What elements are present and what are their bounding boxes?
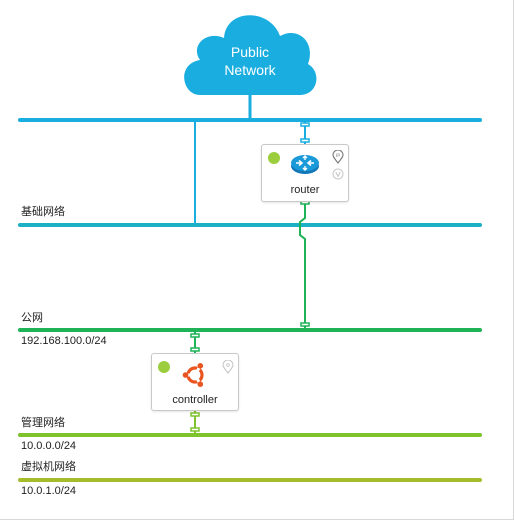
controller-management-link[interactable] — [190, 411, 200, 433]
gongwang-network-cidr: 192.168.100.0/24 — [21, 335, 107, 347]
controller-node[interactable]: controller — [151, 353, 239, 411]
router-gongwang-link[interactable] — [299, 200, 310, 328]
cloud-label-line1: Public — [231, 44, 269, 60]
base-network-name: 基础网络 — [21, 206, 65, 218]
vm-network-cidr: 10.0.1.0/24 — [21, 485, 77, 497]
controller-label: controller — [172, 394, 218, 406]
floating-ip-icon[interactable] — [222, 360, 234, 374]
vpn-icon[interactable] — [332, 168, 344, 180]
cloud-shape — [184, 15, 317, 96]
controller-gongwang-link[interactable] — [190, 332, 200, 353]
vm-network-name: 虚拟机网络 — [21, 461, 76, 473]
floating-ip-icon[interactable]: IP — [332, 150, 344, 164]
cloud-label-line2: Network — [224, 62, 276, 78]
router-node[interactable]: IP router — [261, 144, 349, 202]
router-status-indicator — [268, 152, 280, 164]
svg-text:IP: IP — [336, 153, 340, 159]
controller-status-indicator — [158, 361, 170, 373]
router-label: router — [290, 184, 320, 196]
ubuntu-icon — [182, 363, 204, 387]
public-network-cloud[interactable]: Public Network — [184, 15, 317, 96]
router-icon — [291, 155, 319, 174]
gongwang-network-name: 公网 — [21, 312, 43, 324]
router-public-link[interactable] — [300, 122, 310, 144]
management-network-name: 管理网络 — [21, 417, 65, 429]
management-network-cidr: 10.0.0.0/24 — [21, 440, 77, 452]
